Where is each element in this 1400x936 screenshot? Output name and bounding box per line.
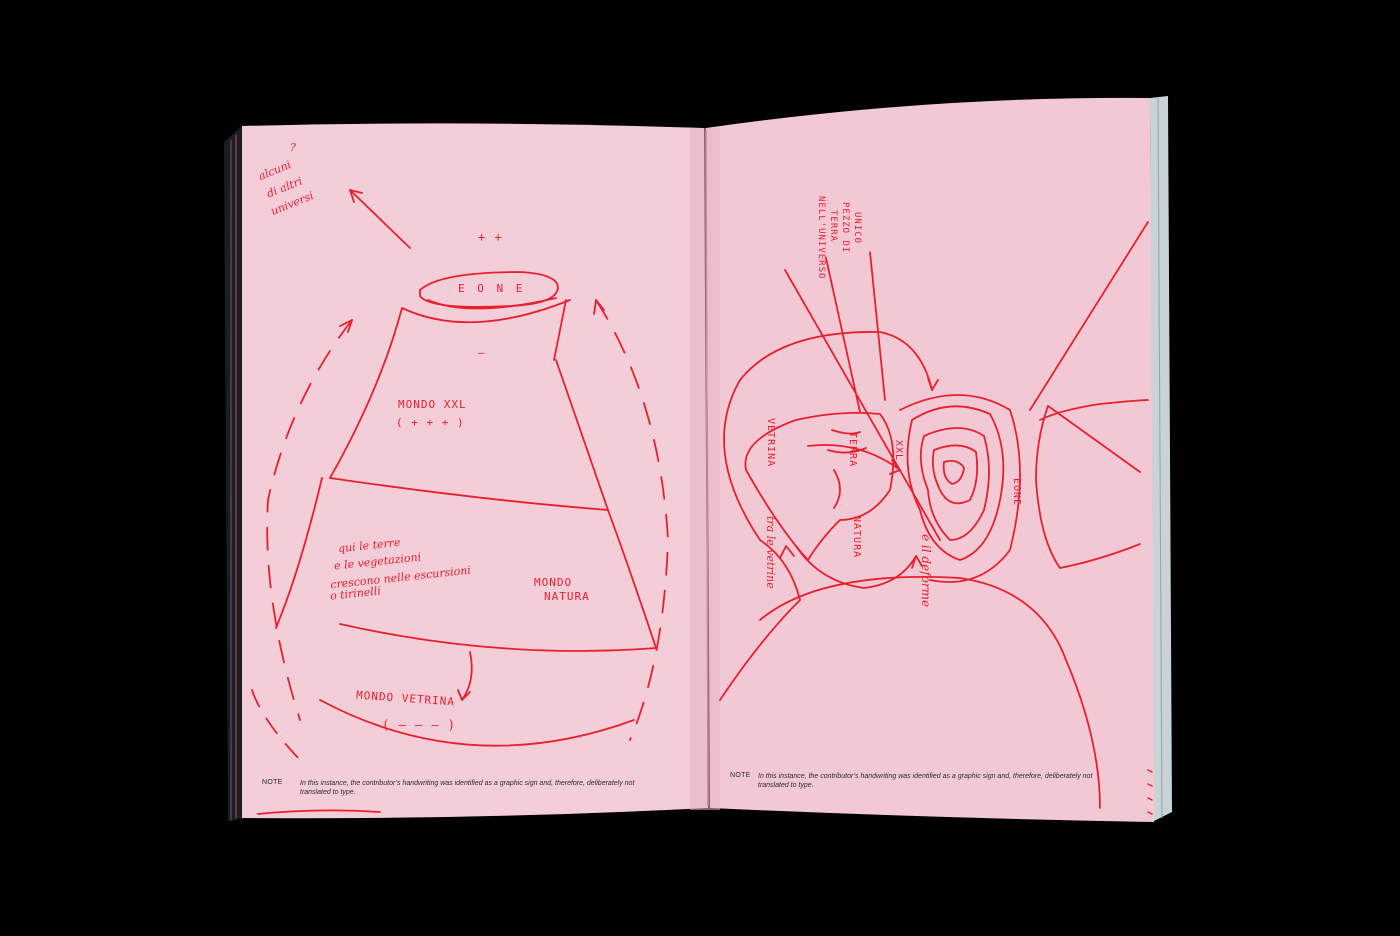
hand-plus-top: + + xyxy=(478,230,503,244)
hand-mondo-natura-1: MONDO xyxy=(534,576,572,589)
hand-mondo-xxl: MONDO XXL xyxy=(398,398,467,411)
hand-xxl-sign: ( + + + ) xyxy=(396,416,465,429)
hand-minus: – xyxy=(478,346,486,359)
hand-unico-3: TERRA xyxy=(828,210,838,242)
hand-eone-left: E O N E xyxy=(458,282,525,295)
hand-unico-2: PEZZO DI xyxy=(840,202,850,253)
hand-eone-right: EONE xyxy=(1011,478,1022,506)
left-note-label: NOTE xyxy=(262,779,283,786)
hand-vetrina: VETRINA xyxy=(765,418,776,467)
hand-xxl-right: XXL xyxy=(893,440,904,461)
hand-unico-1: UNICO xyxy=(852,212,862,244)
left-page xyxy=(242,123,708,818)
hand-mondo-natura-2: NATURA xyxy=(544,590,590,603)
right-note-label: NOTE xyxy=(730,772,751,779)
left-note-text: In this instance, the contributor’s hand… xyxy=(300,779,640,797)
hand-terra: TERRA xyxy=(847,432,858,467)
left-page-stack xyxy=(224,126,242,822)
hand-vetrina-sign: ( – – – ) xyxy=(382,718,456,732)
hand-tra-le-vetrine: tra le vetrine xyxy=(764,516,776,589)
right-note-text: In this instance, the contributor’s hand… xyxy=(758,772,1098,790)
hand-natura: NATURA xyxy=(851,516,862,558)
hand-unico-4: NELL'UNIVERSO xyxy=(816,196,826,279)
hand-question-mark: ? xyxy=(290,142,296,154)
hand-e-il-deforme: e il deforme xyxy=(920,534,932,607)
